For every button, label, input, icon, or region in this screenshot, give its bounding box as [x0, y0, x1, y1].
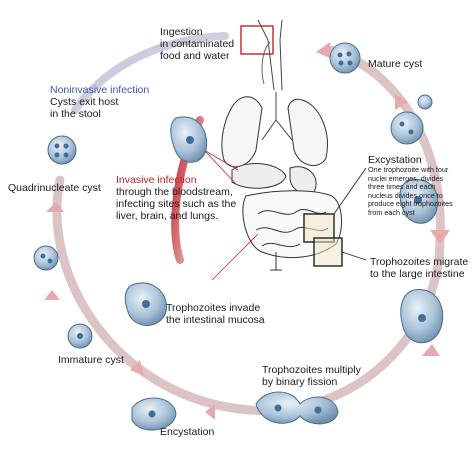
- cycle-arrows: [44, 42, 450, 420]
- mucosa-trophozoite: [124, 282, 167, 326]
- immature-cyst-cell: [67, 323, 93, 349]
- excystation-title: Excystation: [368, 154, 422, 166]
- noninvasive-text: Cysts exit host in the stool: [50, 96, 119, 120]
- arrow-head: [422, 344, 440, 356]
- mature-cyst-cell: [329, 42, 361, 74]
- ingestion-box: [240, 25, 274, 55]
- mucosa-pointer: [211, 233, 259, 281]
- invading-trophozoite: [170, 116, 208, 163]
- noninvasive-title: Noninvasive infection: [50, 84, 150, 96]
- human-anatomy: [221, 19, 342, 271]
- ingestion-label: Ingestion in contaminated food and water: [160, 26, 235, 62]
- encysting-cell: [131, 397, 177, 431]
- excysting-cell: [390, 94, 433, 145]
- invasive-title: Invasive infection: [116, 174, 197, 186]
- migration-pointer: [341, 251, 367, 261]
- immature-cyst-cell: [33, 245, 59, 271]
- encystation-label: Encystation: [160, 426, 215, 438]
- migration-box: [313, 237, 343, 267]
- mature-cyst-label: Mature cyst: [368, 58, 423, 70]
- arrow-head: [130, 360, 144, 376]
- arrow-head: [44, 290, 60, 300]
- quadrinucleate-cyst-cell: [47, 135, 77, 165]
- arrow-head: [395, 94, 408, 110]
- dividing-trophozoite: [255, 391, 339, 425]
- excystation-pointer: [333, 167, 367, 215]
- quadrinucleate-cyst-label: Quadrinucleate cyst: [8, 182, 101, 194]
- trophozoites-multiply-label: Trophozoites multiply by binary fission: [262, 364, 361, 388]
- excystation-text: One trophozoite with four nuclei emerges…: [368, 165, 453, 217]
- invasive-pointer: [203, 149, 239, 185]
- arrow-head: [430, 230, 450, 244]
- immature-cyst-label: Immature cyst: [58, 354, 124, 366]
- trophozoite-cell: [399, 178, 439, 224]
- trophozoites-invade-label: Trophozoites invade the intestinal mucos…: [166, 302, 265, 326]
- invasive-text: through the bloodstream, infecting sites…: [116, 186, 237, 222]
- arrow-head: [46, 202, 64, 212]
- trophozoites-migrate-label: Trophozoites migrate to the large intest…: [370, 256, 469, 280]
- arrow-head: [316, 42, 330, 58]
- arrow-head: [205, 404, 215, 420]
- trophozoite-cell: [400, 289, 444, 344]
